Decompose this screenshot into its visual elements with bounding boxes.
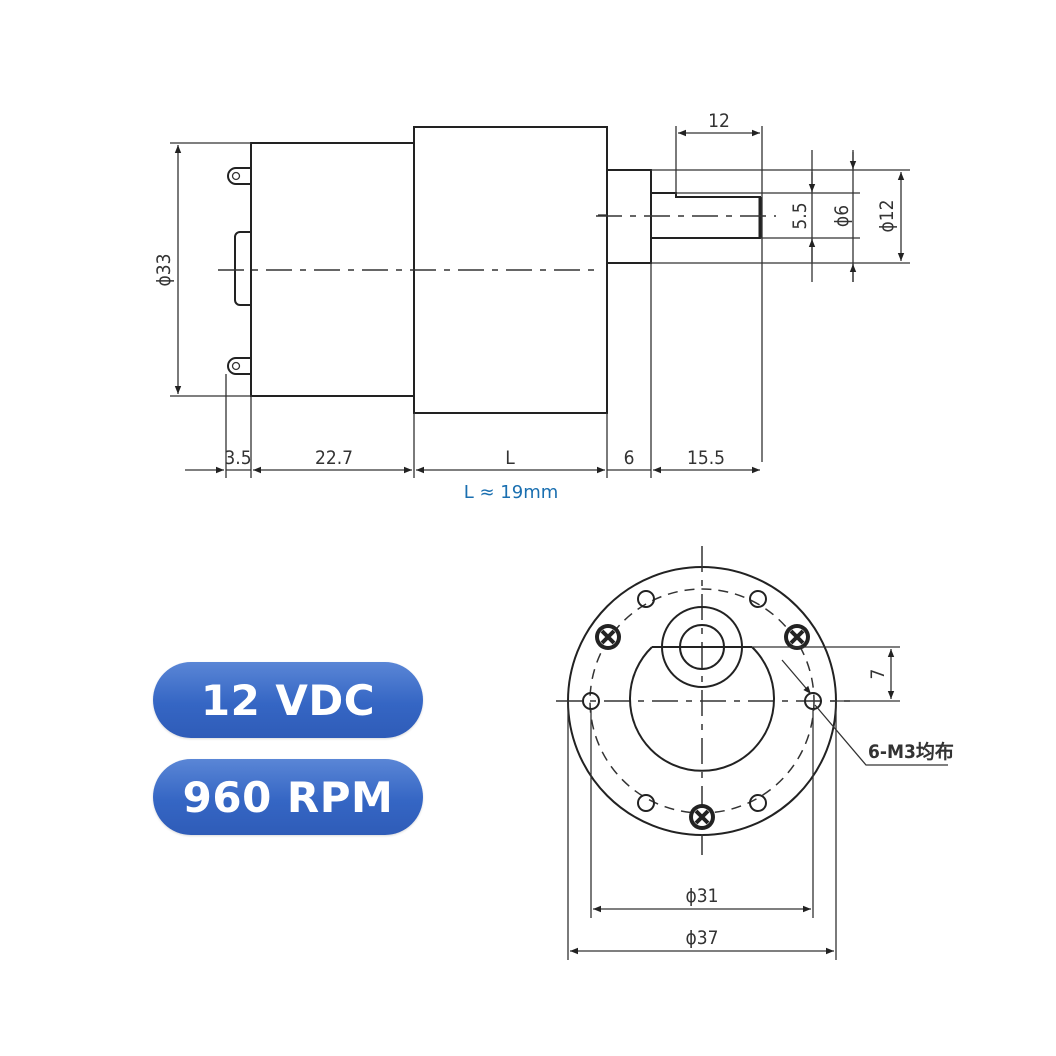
endcap-tab <box>234 231 251 306</box>
gearbox-length-note: L ≈ 19mm <box>464 482 559 503</box>
output-shaft <box>651 192 761 239</box>
dim-boss-diameter: ϕ12 <box>876 199 898 232</box>
terminal-top <box>227 167 251 185</box>
dim-shaft-diameter: ϕ6 <box>831 205 853 227</box>
voltage-badge: 12 VDC <box>153 662 423 738</box>
shaft-circle <box>679 624 725 670</box>
dim-shaft-offset: 7 <box>867 669 889 680</box>
dim-boss-length: 6 <box>624 447 635 469</box>
speed-badge: 960 RPM <box>153 759 423 835</box>
dim-terminal-offset: 3.5 <box>224 447 251 469</box>
gear-housing <box>629 646 775 772</box>
voltage-label: 12 VDC <box>200 675 376 725</box>
speed-label: 960 RPM <box>182 772 394 822</box>
front-view: 7 6-M3均布 ϕ31 ϕ37 <box>556 546 954 960</box>
dim-flat-length: 12 <box>708 110 730 132</box>
dim-motor-length: 22.7 <box>315 447 353 469</box>
dim-gearbox-length: L <box>505 447 515 469</box>
screw-heads <box>595 624 810 830</box>
terminal-bottom <box>227 357 251 375</box>
boss-circle <box>661 606 743 688</box>
dim-gearbox-diameter: ϕ37 <box>685 927 718 949</box>
dim-shaft-flat: 5.5 <box>789 202 811 229</box>
dim-body-diameter: ϕ33 <box>153 253 175 286</box>
dim-hole-circle: ϕ31 <box>685 885 718 907</box>
dim-shaft-length: 15.5 <box>687 447 725 469</box>
side-view: ϕ33 12 5.5 ϕ6 ϕ12 <box>153 110 910 503</box>
hole-callout: 6-M3均布 <box>868 740 954 763</box>
